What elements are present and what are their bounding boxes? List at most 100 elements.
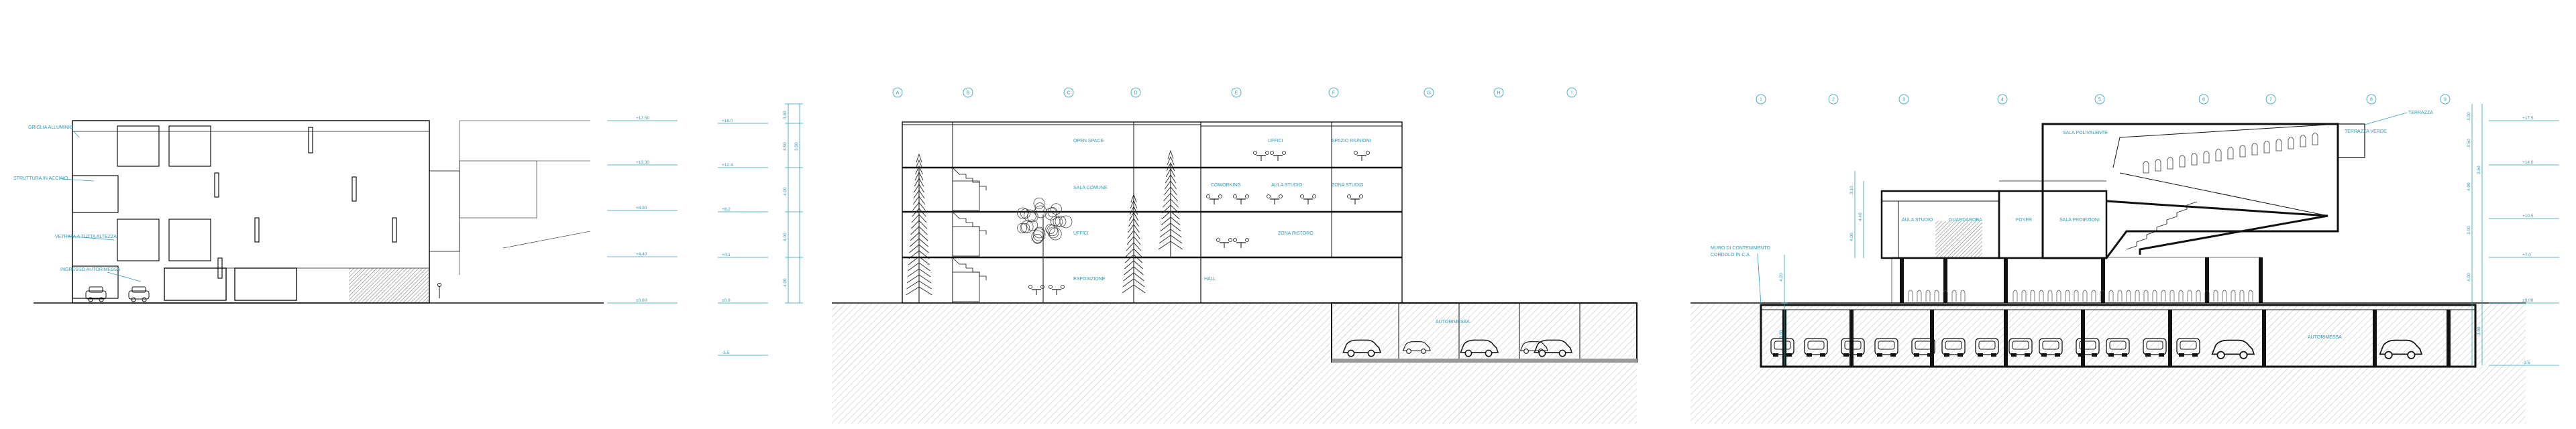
svg-text:-3.5: -3.5 [722, 351, 730, 355]
svg-text:3.80: 3.80 [783, 111, 788, 119]
seat-icon [2239, 290, 2245, 302]
svg-text:-3.5: -3.5 [2522, 361, 2530, 365]
earth-hatch [832, 303, 1637, 424]
svg-text:+12.4: +12.4 [722, 163, 733, 168]
seat-icon [2082, 290, 2088, 302]
annex-volume [429, 170, 460, 252]
car-icon [1342, 339, 1382, 357]
slot-window [392, 217, 397, 243]
car-icon [1804, 338, 1828, 357]
grid-bubble [1424, 87, 1434, 98]
window [168, 125, 211, 167]
window [72, 265, 119, 299]
seat-icon [2196, 290, 2201, 302]
annotation-label: INGRESSO AUTORIMESSA [60, 267, 121, 272]
grid-bubble-label: F [1332, 91, 1335, 96]
car-icon [1534, 339, 1573, 357]
annotation-label: VETRATA A TUTTA ALTEZZA [55, 235, 117, 239]
section-a-levels: +16.0 +12.4 +8.2 +4.1 ±0.0 -3.5 [718, 119, 768, 356]
seat-icon [2231, 290, 2236, 302]
svg-text:+4.40: +4.40 [636, 252, 647, 257]
svg-text:4.00: 4.00 [2467, 182, 2471, 191]
section-a-room-labels: UFFICI SPAZIO RIUNIONI OPEN SPACE COWORK… [1073, 139, 1371, 282]
tree-icon [1017, 197, 1073, 303]
grid-bubble [2265, 94, 2276, 105]
seat-icon [2030, 290, 2035, 302]
grid-bubble [2094, 94, 2105, 105]
svg-text:OPEN SPACE: OPEN SPACE [1073, 139, 1104, 143]
column [2081, 310, 2085, 367]
svg-text:+8.2: +8.2 [722, 207, 731, 212]
car-icon [1975, 338, 1999, 357]
seat-icon [2126, 290, 2131, 302]
window [117, 125, 160, 167]
grid-bubble-label: 5 [2098, 98, 2101, 103]
seat-icon [2300, 135, 2306, 147]
slot-window [214, 172, 219, 198]
seat-icon [2203, 151, 2210, 164]
parking-label: AUTORIMESSA [1436, 320, 1470, 324]
svg-text:SALA POLIVALENTE: SALA POLIVALENTE [2063, 131, 2108, 135]
grid-bubble [1997, 94, 2008, 105]
car-icon [2176, 338, 2200, 357]
grid-bubble-label: E [1235, 91, 1238, 96]
svg-text:3.50: 3.50 [2467, 139, 2471, 147]
seat-icon [2222, 290, 2227, 302]
seat-icon [2187, 290, 2192, 302]
column [2259, 257, 2263, 303]
grid-bubble-label: 9 [2444, 98, 2447, 103]
seat-icon [2143, 290, 2149, 302]
seat-icon [2021, 290, 2027, 302]
car-icon [2379, 339, 2423, 359]
window [117, 219, 160, 261]
table-icon [1206, 194, 1222, 204]
seat-icon [2108, 290, 2114, 302]
parking-label: AUTORIMESSA [2308, 335, 2342, 340]
grid-bubble-label: D [1134, 91, 1137, 96]
seat-icon [2248, 290, 2253, 302]
svg-text:4.00: 4.00 [783, 187, 788, 196]
car-icon [2008, 338, 2033, 357]
svg-text:3.50: 3.50 [783, 142, 788, 151]
grid-bubble-label: H [1497, 91, 1500, 96]
tree-icon [1122, 193, 1146, 303]
svg-text:4.00: 4.00 [2467, 273, 2471, 282]
seat-icon [2012, 290, 2018, 302]
svg-text:TERRAZZA: TERRAZZA [2408, 111, 2433, 115]
car-icon [2211, 339, 2255, 359]
slot-window [352, 176, 357, 202]
tree-icon [1158, 149, 1183, 257]
table-icon [1347, 194, 1363, 204]
grid-bubble [963, 87, 973, 98]
column [2004, 257, 2008, 303]
svg-text:UFFICI: UFFICI [1073, 231, 1089, 236]
seat-icon [2275, 139, 2282, 151]
seat-icon [2143, 161, 2149, 174]
seat-icon [2047, 290, 2053, 302]
car-icon [128, 286, 150, 302]
seat-icon [2204, 290, 2210, 302]
garage-opening [164, 267, 227, 301]
car-icon [85, 286, 107, 302]
table-icon [1233, 194, 1249, 204]
svg-text:HALL: HALL [1204, 277, 1216, 282]
table-icon [1300, 194, 1316, 204]
section-b-dimension-chain-left: 4.20 3.60 3.10 4.00 4.40 [1779, 171, 1864, 365]
elevation-annotations: GRIGLIA ALLUMINIO STRUTTURA IN ACCIAIO V… [13, 125, 142, 282]
seat-icon [1917, 290, 1922, 302]
svg-text:3.60: 3.60 [1779, 330, 1784, 339]
svg-text:3.00: 3.00 [2477, 326, 2481, 335]
seat-icon [2161, 290, 2166, 302]
seat-icon [1943, 290, 1948, 302]
seat-icon [2117, 290, 2123, 302]
grid-bubble [1231, 87, 1242, 98]
column [2168, 310, 2172, 367]
svg-text:+13.30: +13.30 [636, 160, 649, 165]
window [72, 175, 119, 213]
svg-text:4.00: 4.00 [1849, 233, 1854, 241]
grid-bubble [1130, 87, 1141, 98]
earth-hatch [1690, 303, 2526, 424]
svg-text:SALA COMUNE: SALA COMUNE [1073, 186, 1108, 190]
svg-text:4.00: 4.00 [783, 233, 788, 241]
